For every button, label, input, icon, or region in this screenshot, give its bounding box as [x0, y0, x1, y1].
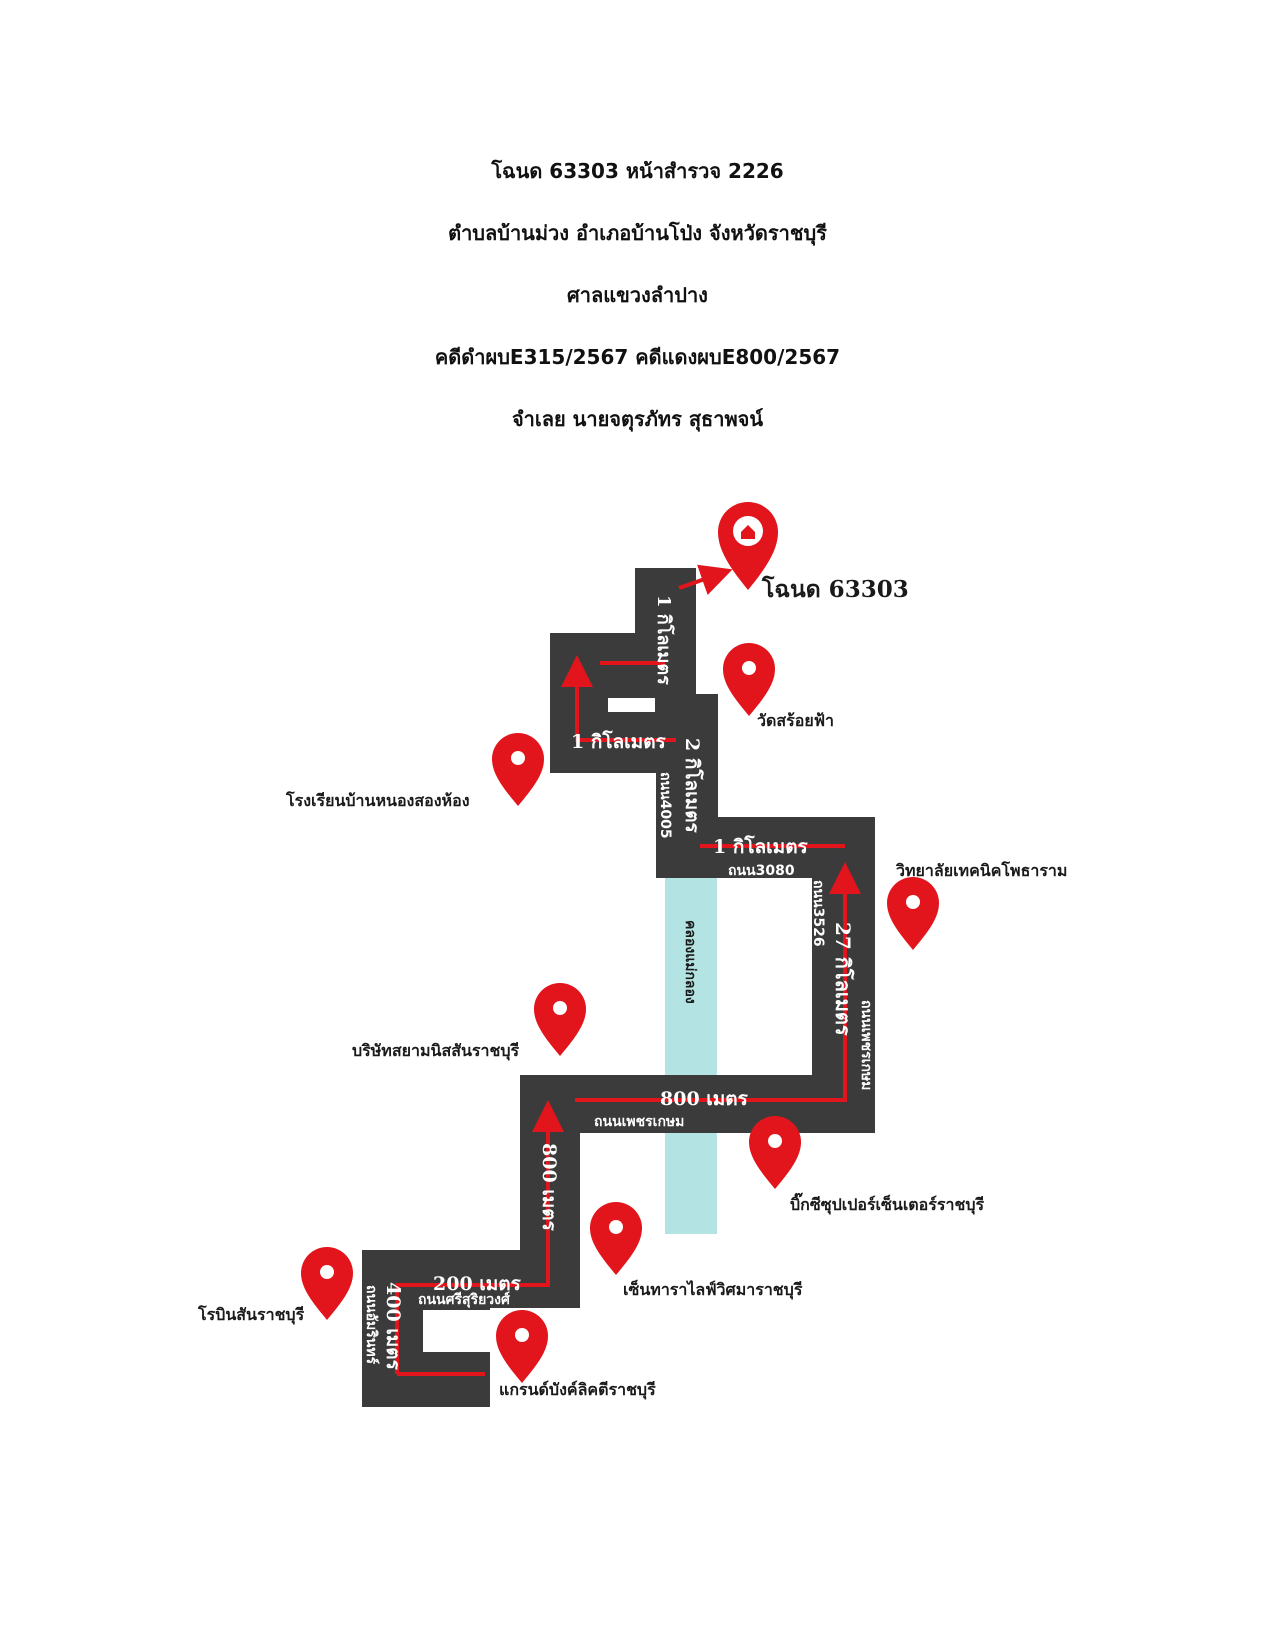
canal-label: คลองแม่กลอง [682, 920, 698, 1004]
court-line: ศาลแขวงลำปาง [567, 283, 708, 307]
distance-label-5: 27 กิโลเมตร [831, 922, 855, 1036]
case-number-line: คดีดำผบE315/2567 คดีแดงผบE800/2567 [434, 345, 841, 369]
distance-label-6: 800 เมตร [660, 1088, 749, 1110]
defendant-line: จำเลย นายจตุรภัทร สุธาพจน์ [511, 407, 764, 431]
poi-label-wat: วัดสร้อยฟ้า [757, 711, 834, 730]
route-segment-3 [575, 862, 861, 1102]
nissan-pin-icon [534, 983, 586, 1056]
road-label-phetkasem-horizontal: ถนนเพชรเกษม [594, 1114, 684, 1130]
road-label-amarin: ถนนอัมรินทร์ [363, 1285, 380, 1365]
poi-label-robinson: โรบินสันราชบุรี [197, 1304, 305, 1325]
road-label-phetkasem-vertical: ถนนเพชรเกษม [858, 1000, 874, 1090]
distance-label-4: 1 กิโลเมตร [713, 835, 809, 858]
poi-label-central: เซ็นทาราไลฟ์วิศมาราชบุรี [623, 1278, 803, 1300]
road-label-3080: ถนน3080 [728, 863, 795, 879]
document-header: โฉนด 63303 หน้าสำรวจ 2226 ตำบลบ้านม่วง อ… [0, 140, 1275, 450]
route-segment-2 [395, 1100, 564, 1374]
road-band [362, 568, 875, 1407]
destination-pin-icon [718, 502, 778, 590]
hotel-pin-icon [496, 1310, 548, 1383]
distance-label-7: 800 เมตร [538, 1143, 560, 1232]
bigc-pin-icon [749, 1116, 801, 1189]
college-pin-icon [887, 877, 939, 950]
distance-label-2: 1 กิโลเมตร [571, 730, 667, 753]
distance-label-1: 1 กิโลเมตร [653, 595, 675, 685]
canal [665, 876, 717, 1234]
route-segment-5 [561, 655, 676, 742]
road-gap-upper [608, 698, 655, 712]
poi-label-bigc: บิ๊กซีซุปเปอร์เซ็นเตอร์ราชบุรี [790, 1192, 984, 1215]
road-label-4005: ถนน4005 [657, 772, 673, 839]
poi-label-nissan: บริษัทสยามนิสสันราชบุรี [352, 1041, 520, 1061]
destination-label: โฉนด 63303 [761, 575, 909, 603]
robinson-pin-icon [301, 1247, 353, 1320]
title-deed-line: โฉนด 63303 หน้าสำรวจ 2226 [491, 159, 784, 183]
location-line: ตำบลบ้านม่วง อำเภอบ้านโป่ง จังหวัดราชบุร… [448, 221, 827, 245]
distance-label-9: 400 เมตร [382, 1282, 404, 1371]
school-pin-icon [492, 733, 544, 806]
poi-label-school: โรงเรียนบ้านหนองสองห้อง [285, 790, 470, 810]
poi-label-college: วิทยาลัยเทคนิคโพธาราม [895, 860, 1067, 880]
road-label-3526: ถนน3526 [810, 880, 826, 947]
route-segment-7 [678, 564, 733, 595]
poi-label-hotel: แกรนด์บังค์ลิคตีราชบุรี [499, 1380, 656, 1400]
road-label-srisuriyawong: ถนนศรีสุริยวงศ์ [418, 1291, 511, 1308]
central-pin-icon [590, 1202, 642, 1275]
road-gap-lower [423, 1310, 490, 1352]
distance-label-3: 2 กิโลเมตร [681, 738, 704, 834]
distance-label-8: 200 เมตร [433, 1273, 522, 1295]
wat-pin-icon [723, 643, 775, 716]
